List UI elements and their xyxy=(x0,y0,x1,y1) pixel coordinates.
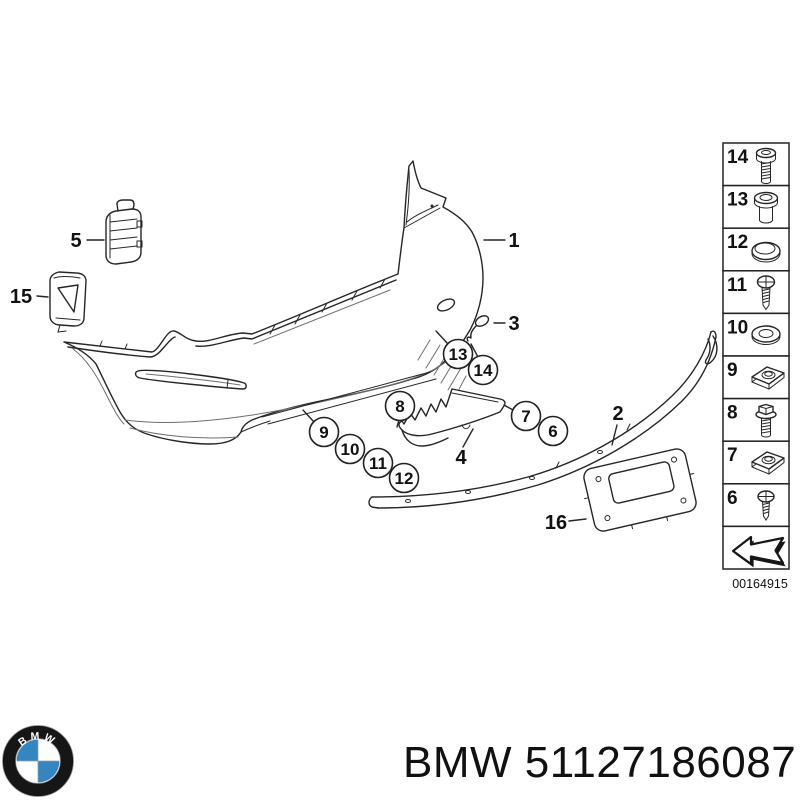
trim-strip-part-2-drawing xyxy=(368,330,718,509)
bmw-logo: BMW xyxy=(2,725,74,797)
legend-item-6-number: 6 xyxy=(727,488,738,509)
legend-item-9: 9 xyxy=(722,355,790,400)
callout-circle-9: 9 xyxy=(302,409,340,448)
tapping-screw-icon xyxy=(756,275,776,311)
bracket-part-5-drawing xyxy=(105,199,143,265)
legend-item-11-number: 11 xyxy=(727,275,748,296)
legend-item-7-number: 7 xyxy=(727,445,738,466)
bmw-logo-letters: BMW xyxy=(16,730,59,749)
callout-circle-14: 14 xyxy=(467,343,499,386)
callout-circle-11: 11 xyxy=(362,447,394,479)
legend-item-9-number: 9 xyxy=(727,360,738,381)
legend-sidebar: 14 13 12 xyxy=(722,142,790,591)
legend-item-13-number: 13 xyxy=(727,190,748,211)
callout-circle-11-label: 11 xyxy=(369,454,387,473)
callout-circle-9-label: 9 xyxy=(319,423,328,442)
legend-item-10: 10 xyxy=(722,312,790,357)
callout-15-label: 15 xyxy=(10,286,32,308)
clip-nut-icon xyxy=(751,451,785,475)
protective-tray-part-4-drawing xyxy=(398,388,506,447)
legend-item-7: 7 xyxy=(722,440,790,485)
legend-item-14-number: 14 xyxy=(727,147,749,168)
diagram-number: 00164915 xyxy=(732,577,788,591)
clip-part-3-drawing xyxy=(466,315,490,342)
threaded-sleeve-icon xyxy=(753,191,779,224)
callout-circle-6: 6 xyxy=(537,415,569,447)
callout-3: 3 xyxy=(493,313,520,335)
callout-3-label: 3 xyxy=(508,313,519,335)
legend-item-14: 14 xyxy=(722,142,790,187)
footer: BMW BMW 51127186087 xyxy=(2,725,796,797)
grommet-icon xyxy=(751,241,781,263)
plain-callouts: 1 2 3 4 5 15 16 xyxy=(10,230,624,534)
washer-icon xyxy=(751,325,781,345)
callout-circle-8: 8 xyxy=(384,390,416,428)
callout-circle-13: 13 xyxy=(435,330,474,370)
callout-16-label: 16 xyxy=(545,512,567,534)
legend-item-8: 8 xyxy=(722,397,790,442)
legend-item-10-number: 10 xyxy=(727,317,748,338)
callout-4-label: 4 xyxy=(455,447,467,469)
legend-item-11: 11 xyxy=(722,270,790,315)
callout-2: 2 xyxy=(611,403,624,446)
circled-callouts: 13 14 8 7 6 9 10 xyxy=(302,330,569,494)
callout-circle-7-label: 7 xyxy=(521,407,530,426)
callout-1: 1 xyxy=(483,230,520,252)
legend-item-6: 6 xyxy=(722,483,790,528)
legend-item-12: 12 xyxy=(722,227,790,272)
bumper-cover-part-1-drawing xyxy=(63,160,484,445)
callout-circle-14-label: 14 xyxy=(474,361,493,380)
tapping-screw-icon xyxy=(757,490,775,521)
legend-item-8-number: 8 xyxy=(727,403,738,424)
callout-circle-13-label: 13 xyxy=(449,345,468,364)
legend-item-12-number: 12 xyxy=(727,232,748,253)
callout-2-label: 2 xyxy=(612,403,623,425)
license-plate-base-part-16-drawing xyxy=(583,448,697,532)
callout-4: 4 xyxy=(455,428,474,469)
legend-item-continue xyxy=(722,525,790,570)
callout-5-label: 5 xyxy=(70,230,81,252)
callout-circle-12-label: 12 xyxy=(395,469,414,488)
clip-nut-icon xyxy=(751,366,785,390)
callout-16: 16 xyxy=(545,512,587,534)
machine-screw-icon xyxy=(755,147,777,184)
callout-15: 15 xyxy=(10,286,49,308)
callout-circle-6-label: 6 xyxy=(548,422,557,441)
callout-circle-10: 10 xyxy=(334,433,366,465)
legend-item-13: 13 xyxy=(722,184,790,229)
part-number-title: BMW 51127186087 xyxy=(403,738,796,787)
bracket-part-15-drawing xyxy=(49,271,87,333)
callout-circle-12: 12 xyxy=(388,462,420,494)
continue-arrow-icon xyxy=(731,535,786,568)
callout-circle-8-label: 8 xyxy=(395,397,404,416)
callout-1-label: 1 xyxy=(508,230,519,252)
callout-5: 5 xyxy=(70,230,105,252)
callout-circle-7: 7 xyxy=(503,400,542,432)
callout-circle-10-label: 10 xyxy=(341,440,360,459)
hex-flange-screw-icon xyxy=(755,403,777,438)
